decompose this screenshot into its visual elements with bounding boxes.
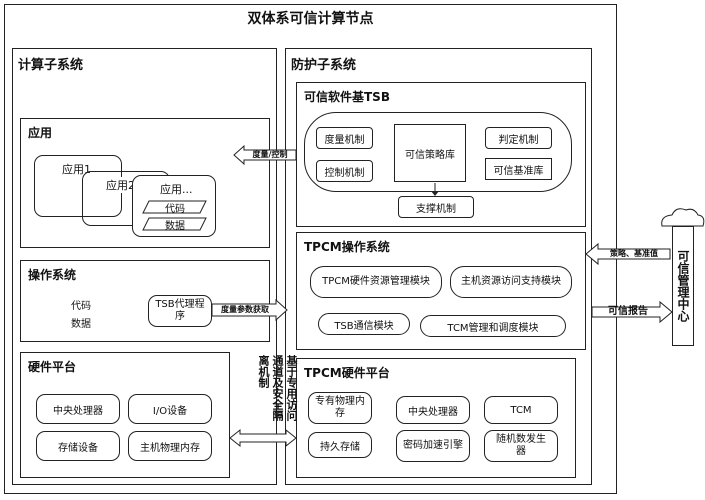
persistent-storage: 持久存储 bbox=[308, 432, 372, 458]
control-mechanism: 控制机制 bbox=[316, 160, 373, 182]
io-device: I/O设备 bbox=[128, 394, 212, 424]
tsb-title: 可信软件基TSB bbox=[304, 90, 390, 104]
trust-report-label: 可信报告 bbox=[608, 306, 648, 317]
application-title: 应用 bbox=[28, 126, 53, 140]
host-physical-memory: 主机物理内存 bbox=[128, 431, 212, 461]
tpcm-cpu: 中央处理器 bbox=[396, 396, 470, 424]
measure-control-arrow bbox=[233, 144, 297, 166]
os-code-label: 代码 bbox=[71, 301, 91, 312]
host-resource-access-module: 主机资源访问支持模块 bbox=[450, 266, 572, 298]
app-code-label: 代码 bbox=[165, 203, 185, 215]
trust-management-center: 可信管理中心 bbox=[672, 226, 694, 346]
app-data-label: 数据 bbox=[165, 220, 185, 232]
dedicated-channel-arrow bbox=[229, 428, 297, 448]
measure-control-label: 度量/控制 bbox=[252, 150, 288, 159]
measure-mechanism: 度量机制 bbox=[316, 127, 373, 149]
measure-params-arrow bbox=[211, 298, 288, 322]
protection-subsystem-title: 防护子系统 bbox=[291, 58, 357, 73]
node-title: 双体系可信计算节点 bbox=[247, 11, 374, 27]
hardware-platform-title: 硬件平台 bbox=[28, 360, 77, 374]
support-mechanism: 支撑机制 bbox=[398, 196, 474, 218]
tcm-management-module: TCM管理和调度模块 bbox=[420, 315, 566, 337]
compute-subsystem-title: 计算子系统 bbox=[18, 58, 84, 73]
trust-baseline-library: 可信基准库 bbox=[485, 158, 552, 180]
tpcm-hardware-title: TPCM硬件平台 bbox=[304, 366, 390, 380]
private-physical-memory: 专有物理内存 bbox=[308, 392, 372, 424]
os-box bbox=[20, 260, 270, 342]
policy-baseline-label: 策略、基准值 bbox=[610, 249, 658, 258]
tpcm-hw-resource-module: TPCM硬件资源管理模块 bbox=[310, 266, 442, 298]
app-2-label: 应用2 bbox=[106, 177, 135, 193]
dedicated-channel-label: 基于专用访问通道及安全隔离机制 bbox=[257, 355, 298, 421]
os-data-label: 数据 bbox=[71, 319, 91, 330]
tsb-communication-module: TSB通信模块 bbox=[318, 313, 410, 335]
policy-baseline-arrow bbox=[585, 242, 671, 266]
app-3-label: 应用... bbox=[160, 183, 193, 196]
os-title: 操作系统 bbox=[28, 268, 77, 282]
app-data-shape bbox=[142, 217, 207, 231]
tpcm-os-title: TPCM操作系统 bbox=[304, 240, 390, 254]
trust-report-arrow bbox=[591, 300, 673, 324]
storage-device: 存储设备 bbox=[36, 431, 120, 461]
measure-params-label: 度量参数获取 bbox=[221, 305, 269, 314]
app-code-shape bbox=[142, 200, 207, 214]
policy-to-support-head bbox=[431, 191, 439, 196]
random-number-generator: 随机数发生器 bbox=[484, 430, 558, 462]
crypto-engine: 密码加速引擎 bbox=[396, 430, 470, 462]
host-cpu: 中央处理器 bbox=[36, 394, 120, 424]
tcm-chip: TCM bbox=[484, 396, 558, 424]
trust-policy-library: 可信策略库 bbox=[394, 124, 466, 182]
judge-mechanism: 判定机制 bbox=[485, 127, 552, 149]
cloud-icon bbox=[661, 208, 705, 227]
